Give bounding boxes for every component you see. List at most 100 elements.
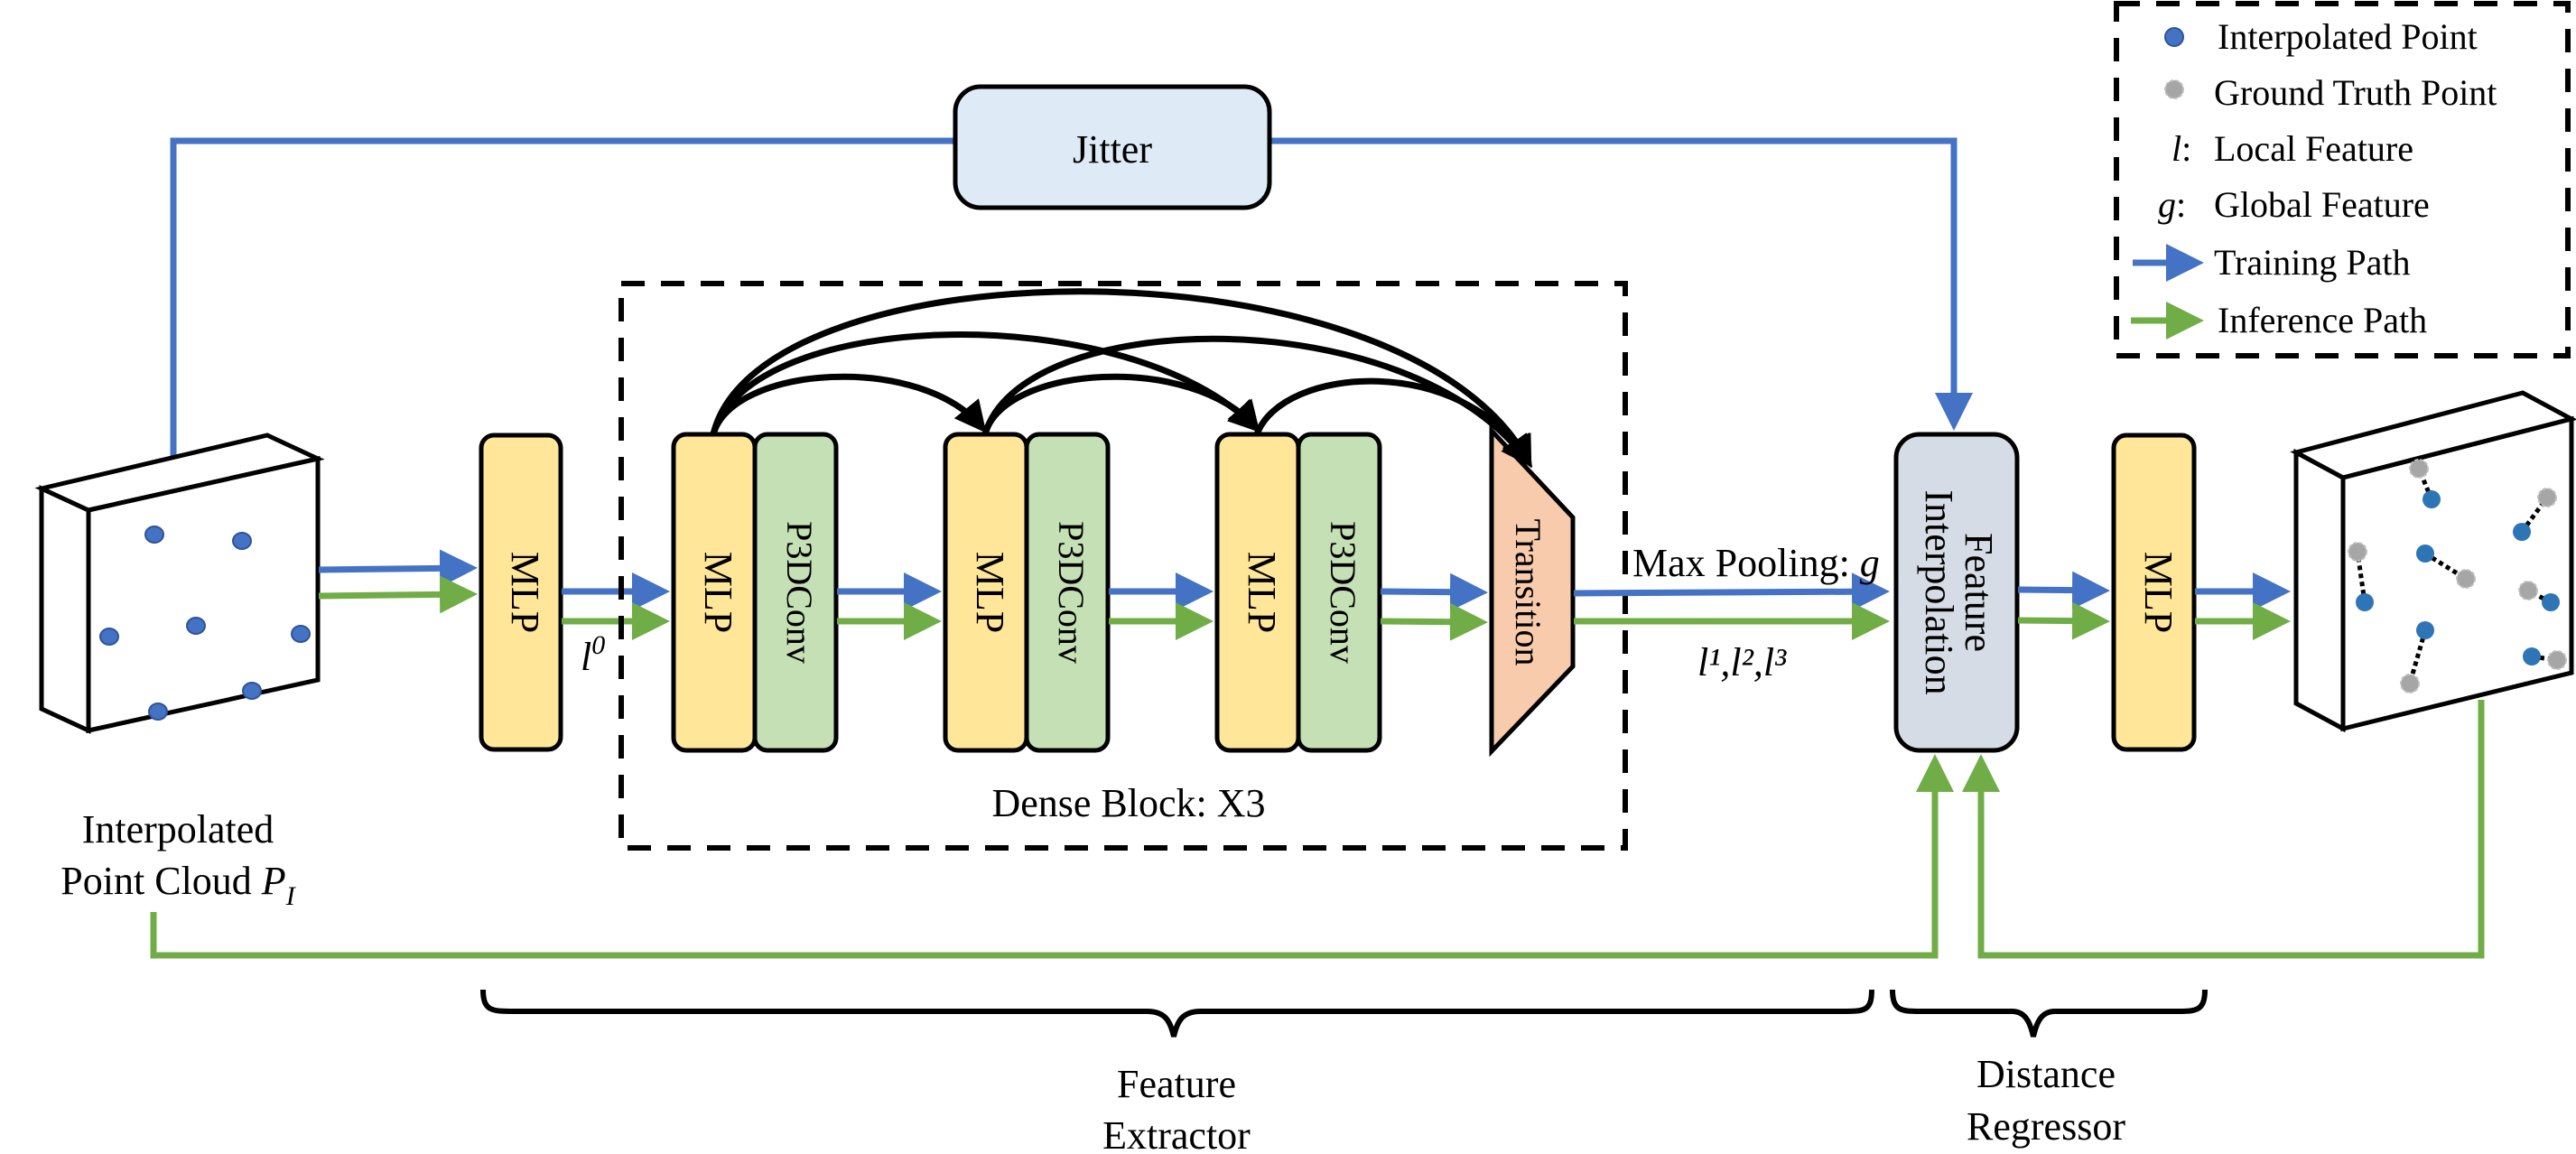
legend-label-local-feature: Local Feature	[2214, 128, 2413, 169]
interpolated-point	[232, 532, 252, 550]
inference-path-input-to-fi	[150, 754, 1954, 959]
max-pooling-symbol: g	[1860, 541, 1880, 585]
interpolated-point	[186, 617, 206, 635]
ground-truth-point-icon	[2164, 79, 2184, 99]
local-feature-symbol-char: l	[2171, 128, 2181, 169]
local-feature-symbol: l:	[2171, 128, 2191, 169]
feature-extractor-brace	[480, 989, 1874, 1038]
legend-item-local-feature: l: Local Feature	[2171, 128, 2413, 169]
jitter-block[interactable]	[953, 84, 1272, 210]
dense-unit-2: MLP P3DConv	[943, 432, 1111, 753]
interpolated-point	[291, 625, 311, 643]
interpolated-point	[2416, 544, 2434, 563]
dense-p3dconv-1-label: P3DConv	[779, 521, 820, 664]
legend-label-interpolated-point: Interpolated Point	[2218, 16, 2478, 57]
local-features-label: l¹,l²,l³	[1697, 640, 1787, 684]
jitter-label: Jitter	[1073, 127, 1152, 172]
global-feature-colon: :	[2176, 184, 2186, 225]
interpolated-point	[2542, 593, 2560, 611]
ground-truth-point	[2400, 674, 2420, 693]
interpolated-point	[2416, 621, 2434, 639]
training-path-from-jitter	[1269, 137, 1973, 431]
interpolated-point	[2423, 490, 2441, 508]
distance-regressor-brace	[1890, 989, 2208, 1038]
ground-truth-point	[2547, 650, 2567, 670]
input-cloud-label-text: Point Cloud	[60, 859, 262, 903]
feature-interpolation-block[interactable]	[1893, 432, 2020, 753]
skip-arc-3-t	[1253, 377, 1532, 469]
distance-regressor-label-line1: Distance	[1976, 1052, 2116, 1096]
max-pooling-label: Max Pooling: g	[1632, 541, 1880, 585]
skip-arc-1-t	[710, 288, 1532, 469]
ground-truth-point	[2518, 581, 2538, 600]
ground-truth-point	[2537, 488, 2557, 507]
transition-block[interactable]	[1489, 424, 1576, 758]
local-feature-colon: :	[2181, 128, 2191, 169]
training-arrow-input-mlp	[318, 549, 478, 588]
mlp-input-block[interactable]	[479, 433, 563, 752]
interpolated-point	[2356, 593, 2374, 611]
cloud-front-face	[86, 455, 321, 734]
global-feature-symbol-char: g	[2158, 184, 2176, 225]
interpolated-point	[2513, 523, 2531, 541]
input-cloud-label-line1: Interpolated	[82, 807, 274, 852]
dense-mlp-2-label: MLP	[968, 552, 1012, 633]
legend-item-inference-path: Inference Path	[2131, 300, 2427, 340]
dense-block-label: Dense Block: X3	[991, 781, 1265, 825]
legend: Interpolated Point Ground Truth Point l:…	[2114, 1, 2571, 358]
legend-label-training-path: Training Path	[2214, 242, 2410, 283]
legend-item-training-path: Training Path	[2133, 242, 2410, 283]
legend-item-ground-truth-point: Ground Truth Point	[2164, 72, 2497, 113]
inference-path-output-to-fi	[1962, 700, 2485, 959]
distance-regressor-label-line2: Regressor	[1967, 1104, 2125, 1149]
skip-arc-1-2	[710, 373, 987, 436]
mlp-input-label: MLP	[503, 552, 547, 633]
inference-arrow-u3-transition	[1380, 602, 1488, 641]
dense-p3dconv-2[interactable]	[1024, 432, 1111, 753]
input-points	[99, 526, 311, 721]
training-arrow-u3-transition	[1380, 572, 1488, 611]
output-side-face	[2293, 448, 2346, 733]
skip-arc-1-3	[710, 331, 1260, 435]
legend-label-inference-path: Inference Path	[2218, 300, 2427, 340]
interpolated-point	[242, 682, 262, 700]
dense-p3dconv-1[interactable]	[752, 432, 839, 753]
dense-p3dconv-2-label: P3DConv	[1051, 521, 1092, 664]
distance-link	[2407, 629, 2428, 684]
interpolated-point	[99, 628, 119, 646]
transition-label: Transition	[1508, 518, 1548, 665]
legend-label-ground-truth-point: Ground Truth Point	[2214, 72, 2497, 113]
dense-unit-1: MLP P3DConv	[671, 432, 839, 753]
dense-unit-3: MLP P3DConv	[1214, 432, 1382, 753]
ground-truth-point	[2456, 569, 2476, 589]
input-cloud-symbol: P	[261, 859, 286, 903]
interpolated-point	[2523, 647, 2541, 665]
feature-interpolation-label-line1: Feature	[1957, 533, 2001, 652]
max-pooling-text: Max Pooling:	[1632, 541, 1860, 585]
l0-base: l	[581, 635, 591, 679]
ground-truth-point	[2348, 542, 2367, 562]
training-arrow-transition-fi	[1573, 572, 1890, 611]
mlp-output-block[interactable]	[2111, 433, 2197, 752]
legend-item-interpolated-point: Interpolated Point	[2164, 16, 2478, 57]
output-point-pairs	[2348, 459, 2567, 693]
cloud-side-face	[39, 485, 91, 734]
interpolated-point	[148, 703, 168, 721]
global-feature-symbol: g:	[2158, 184, 2186, 225]
interpolated-point	[144, 526, 164, 544]
legend-item-global-feature: g: Global Feature	[2158, 184, 2430, 225]
input-point-cloud	[34, 433, 325, 734]
legend-frame	[2114, 1, 2571, 358]
dense-p3dconv-3[interactable]	[1296, 432, 1382, 753]
dense-mlp-1-label: MLP	[696, 552, 740, 633]
training-path-to-jitter	[170, 137, 957, 456]
inference-arrow-input-mlp	[318, 575, 478, 614]
jitter-loop: Jitter	[170, 84, 1973, 456]
dense-mlp-3-label: MLP	[1240, 552, 1284, 633]
mlp-output-label: MLP	[2136, 552, 2181, 633]
input-cloud-subscript: I	[285, 881, 297, 911]
legend-label-global-feature: Global Feature	[2214, 184, 2430, 225]
interpolated-point-icon	[2164, 27, 2184, 47]
dense-skip-connections	[710, 288, 1533, 469]
training-arrow-fi-mlp	[2017, 571, 2110, 610]
